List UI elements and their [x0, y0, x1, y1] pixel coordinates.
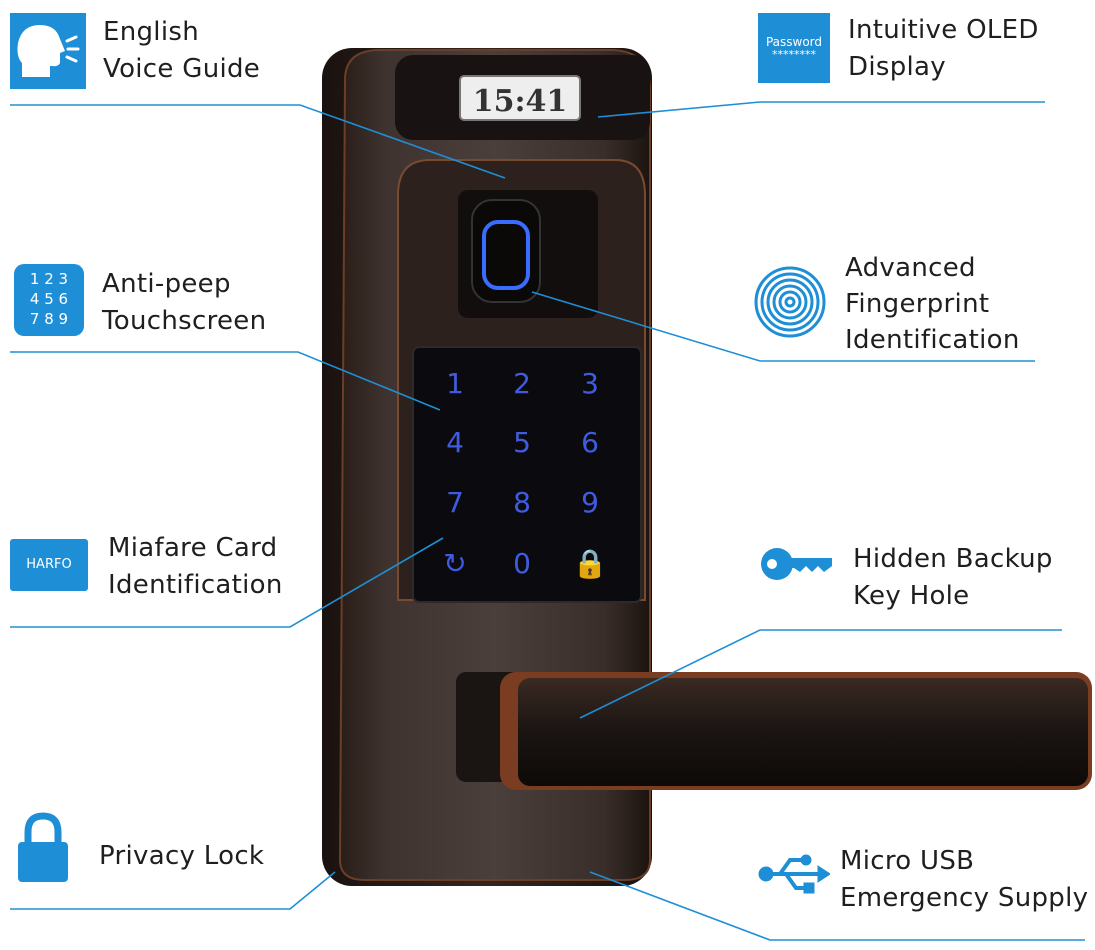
voice-guide-label: English Voice Guide	[103, 14, 260, 88]
keypad-key: 6	[581, 426, 599, 459]
touch-line-1: Anti-peep	[102, 269, 231, 299]
privacy-lock-label: Privacy Lock	[99, 838, 264, 875]
touch-keypad-panel	[412, 346, 642, 603]
touchscreen-label: Anti-peep Touchscreen	[102, 266, 266, 340]
card-icon-text: HARFO	[26, 557, 72, 572]
keypad-key: 3	[581, 367, 599, 400]
leader-usb	[589, 871, 1085, 941]
usb-line-1: Micro USB	[840, 846, 975, 876]
oled-line-2: Display	[848, 52, 946, 82]
oled-time: 15:41	[473, 84, 568, 119]
touch-line-2: Touchscreen	[102, 306, 267, 336]
touch-keypad: 1 2 3 4 5 6 7 8 9 ↻ 0 🔒	[443, 367, 607, 580]
usb-icon	[758, 854, 830, 894]
keypad-key: 0	[513, 547, 531, 580]
password-icon-text: Password	[765, 35, 823, 49]
keypad-icon-row: 4 5 6	[29, 290, 69, 308]
usb-line-2: Emergency Supply	[840, 883, 1089, 913]
card-line-1: Miafare Card	[108, 533, 278, 563]
key-line-1: Hidden Backup	[853, 544, 1053, 574]
leader-oled	[597, 101, 1045, 118]
keypad-key: 4	[446, 426, 464, 459]
password-icon-stars: ********	[772, 48, 816, 61]
fingerprint-label: Advanced Fingerprint Identification	[845, 250, 1020, 358]
key-icon	[761, 548, 832, 580]
leader-fingerprint	[531, 291, 1035, 362]
key-hole-label: Hidden Backup Key Hole	[853, 541, 1053, 615]
keypad-key: 5	[513, 426, 531, 459]
fingerprint-line-1: Advanced	[845, 253, 976, 283]
keypad-key: 8	[513, 486, 531, 519]
card-line-2: Identification	[108, 570, 283, 600]
card-icon: HARFO	[10, 539, 88, 591]
leader-key	[579, 629, 1062, 719]
oled-display-label: Intuitive OLED Display	[848, 12, 1039, 86]
keypad-key: 2	[513, 367, 531, 400]
keypad-key: 🔒	[573, 547, 608, 580]
leader-voice	[10, 104, 506, 179]
speaking-head-icon	[10, 13, 86, 89]
fingerprint-line-3: Identification	[845, 325, 1020, 355]
keypad-icon-row: 7 8 9	[29, 310, 69, 328]
keypad-key: 9	[581, 486, 599, 519]
voice-line-1: English	[103, 17, 199, 47]
voice-line-2: Voice Guide	[103, 54, 261, 84]
fingerprint-line-2: Fingerprint	[845, 289, 990, 319]
oled-screen	[459, 75, 581, 121]
fingerprint-icon	[754, 266, 826, 338]
keypad-icon-row: 1 2 3	[29, 270, 69, 288]
oled-line-1: Intuitive OLED	[848, 15, 1039, 45]
leader-touch	[10, 351, 441, 411]
keypad-key: 1	[446, 367, 464, 400]
leader-card	[10, 537, 444, 628]
card-label: Miafare Card Identification	[108, 530, 283, 604]
keypad-key: ↻	[443, 547, 466, 580]
password-display-icon: Password ********	[758, 13, 830, 83]
key-line-2: Key Hole	[853, 581, 970, 611]
leader-privacy	[10, 871, 336, 910]
usb-label: Micro USB Emergency Supply	[840, 843, 1088, 917]
keypad-key: 7	[446, 486, 464, 519]
padlock-icon	[18, 812, 68, 882]
fingerprint-sensor-glow	[482, 220, 530, 290]
keypad-icon: 1 2 3 4 5 6 7 8 9	[14, 264, 84, 336]
privacy-line-1: Privacy Lock	[99, 841, 265, 871]
lever-handle	[518, 678, 1088, 786]
